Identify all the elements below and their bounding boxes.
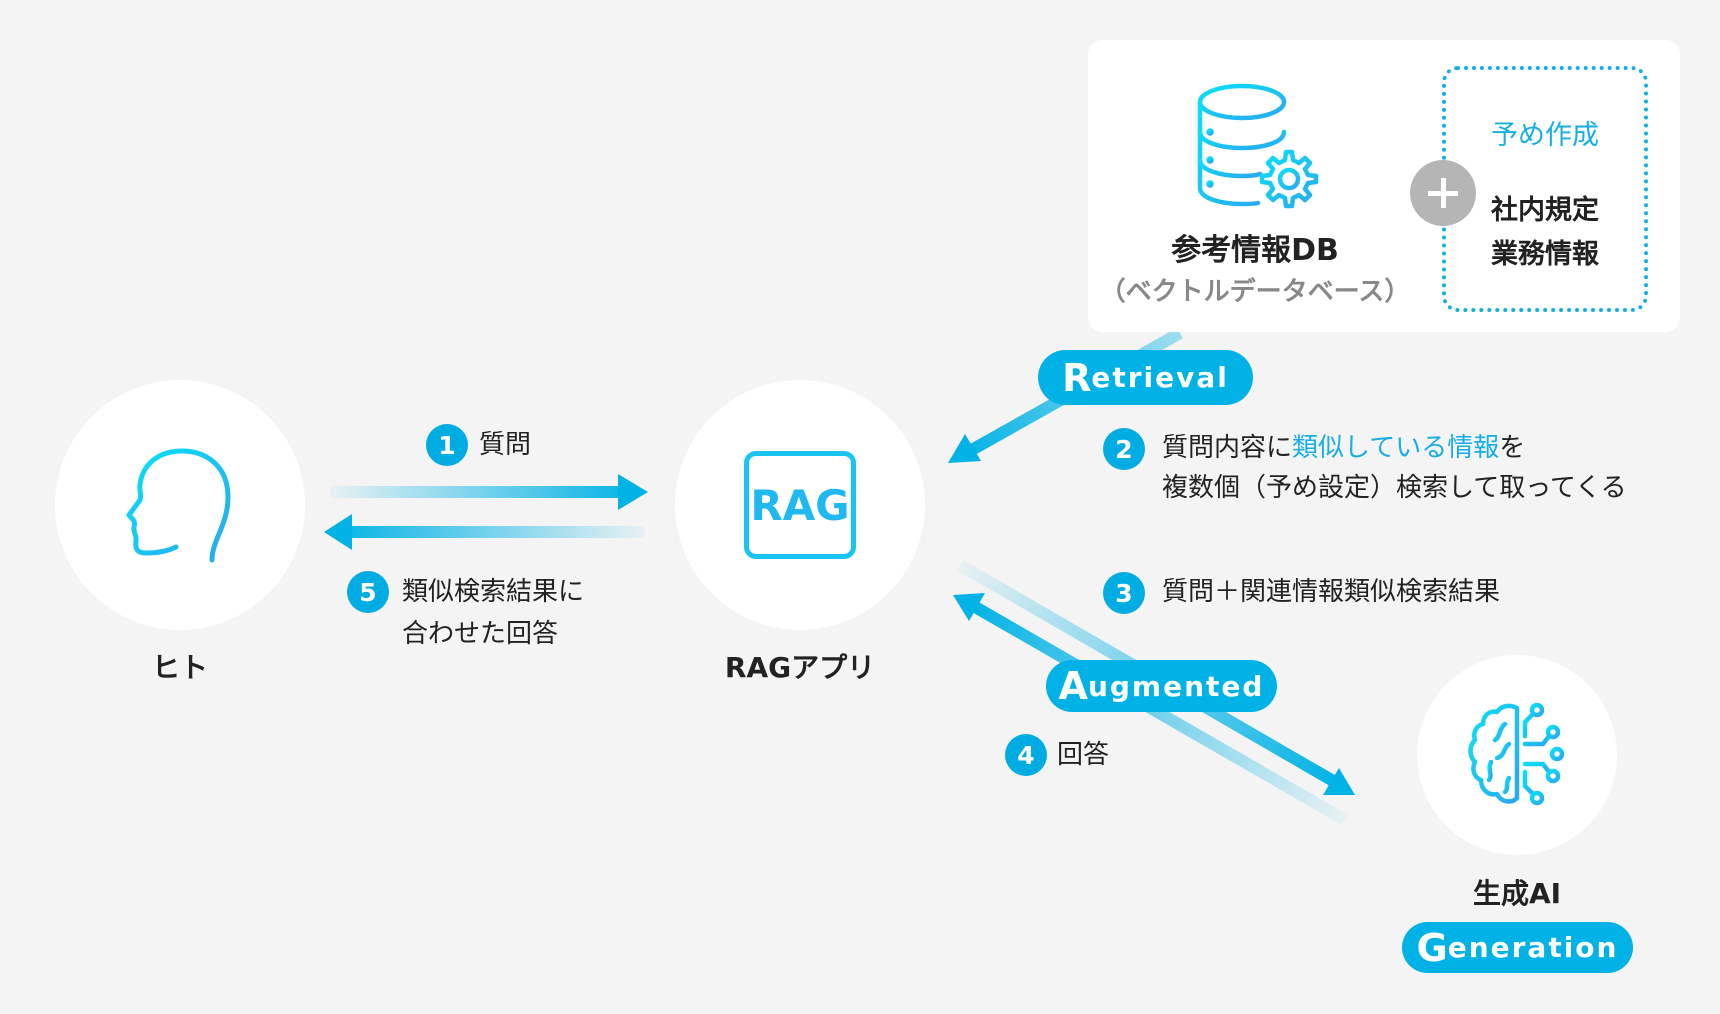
gen-ai-label: 生成AI bbox=[1472, 877, 1562, 910]
step-5-badge: 5 bbox=[347, 571, 389, 613]
gen-ai-node bbox=[1417, 655, 1617, 855]
step-2-text-pre: 質問内容に bbox=[1162, 433, 1293, 463]
arrow-answer-to-human bbox=[324, 514, 645, 550]
step-2-text-post: を bbox=[1499, 433, 1526, 463]
retrieval-rest: etrieval bbox=[1091, 361, 1229, 394]
step-5-text-line-2: 合わせた回答 bbox=[402, 619, 559, 649]
rag-app-node: RAG bbox=[675, 380, 925, 630]
step-2-badge: 2 bbox=[1103, 428, 1145, 470]
generation-rest: eneration bbox=[1447, 931, 1619, 964]
reference-db-title: 参考情報DB bbox=[1171, 233, 1339, 268]
human-label: ヒト bbox=[151, 651, 208, 684]
step-1-text: 質問 bbox=[479, 430, 532, 460]
step-2-text-line-2: 複数個（予め設定）検索して取ってくる bbox=[1162, 473, 1627, 503]
reference-db-subtitle: （ベクトルデータベース） bbox=[1099, 277, 1411, 307]
step-3-badge: 3 bbox=[1103, 572, 1145, 614]
prepared-line-2: 業務情報 bbox=[1491, 239, 1599, 270]
human-node bbox=[55, 380, 305, 630]
brain-circuit-icon bbox=[1468, 702, 1565, 806]
reference-db-card bbox=[1088, 40, 1680, 332]
prepared-heading: 予め作成 bbox=[1491, 120, 1599, 151]
plus-icon bbox=[1410, 160, 1476, 226]
retrieval-cap: R bbox=[1062, 355, 1092, 400]
step-5-text-line-1: 類似検索結果に bbox=[402, 577, 585, 607]
database-gear-icon bbox=[1197, 83, 1319, 209]
step-4-badge: 4 bbox=[1005, 734, 1047, 776]
augmented-cap: A bbox=[1058, 664, 1088, 708]
arrow-question bbox=[330, 474, 648, 510]
rag-icon-text: RAG bbox=[750, 480, 850, 530]
step-3-text: 質問＋関連情報類似検索結果 bbox=[1162, 577, 1501, 607]
prepared-line-1: 社内規定 bbox=[1491, 195, 1599, 226]
head-profile-icon bbox=[126, 448, 231, 564]
rag-box-icon: RAG bbox=[744, 451, 856, 559]
step-1-badge: 1 bbox=[426, 424, 468, 466]
augmented-rest: ugmented bbox=[1087, 669, 1265, 703]
generation-cap: G bbox=[1416, 925, 1448, 970]
step-2-text-line-1: 質問内容に類似している情報を bbox=[1162, 428, 1525, 468]
rag-app-label: RAGアプリ bbox=[724, 651, 876, 684]
arrow-ai-answer bbox=[953, 593, 1348, 826]
step-4-text: 回答 bbox=[1057, 740, 1110, 770]
step-2-text-highlight: 類似している情報 bbox=[1292, 433, 1500, 463]
